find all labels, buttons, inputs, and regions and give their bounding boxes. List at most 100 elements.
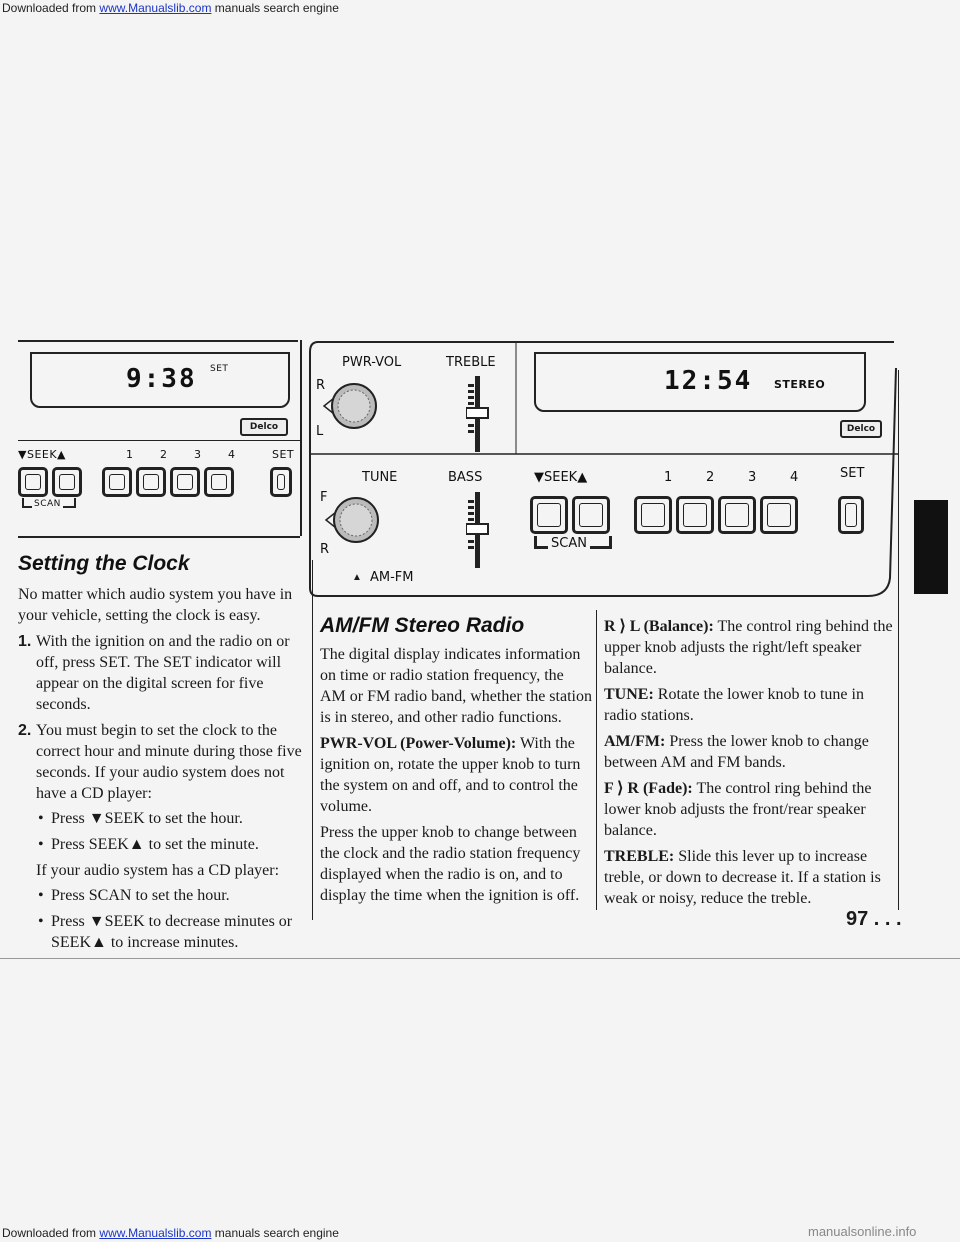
right-clock-display: 12:54 STEREO [534,352,866,412]
clock-section-title: Setting the Clock [18,552,190,575]
left-seek-down-button[interactable] [18,467,48,497]
column-divider-1 [312,560,313,920]
left-preset-2-button[interactable] [136,467,166,497]
left-seek-up-button[interactable] [52,467,82,497]
clock-step-2-text: You must begin to set the clock to the c… [36,722,302,802]
manualslib-link[interactable]: www.Manualslib.com [99,1,212,15]
left-display-set: SET [210,364,229,374]
left-scan-label: SCAN [32,499,63,509]
pwr-vol-knob-icon[interactable] [320,378,380,438]
footer-watermark: manualsonline.info [808,1224,917,1239]
right-seek-label: ▼SEEK▲ [534,470,588,485]
right-display-stereo: STEREO [774,378,826,391]
treble-slider-icon[interactable] [466,374,490,454]
clock-bullet-4: Press ▼SEEK to decrease minutes or SEEK▲… [36,911,308,953]
banner-suffix: manuals search engine [214,1,339,15]
left-preset-label-3: 3 [194,448,202,461]
clock-step-2-number: 2. [18,722,32,739]
section-tab-marker [914,500,948,594]
clock-step-1-number: 1. [18,633,32,650]
bottom-rule [0,958,960,959]
amfm-term: AM/FM: [604,733,666,750]
balance-paragraph: R ⟩ L (Balance): The control ring behind… [604,616,894,679]
footer-prefix: Downloaded from [2,1226,97,1240]
pwr-vol-text: With the ignition on, rotate the upper k… [320,735,581,815]
treble-term: TREBLE: [604,848,675,865]
amfm-paragraph: AM/FM: Press the lower knob to change be… [604,731,894,773]
amfm-section-body: The digital display indicates informatio… [320,644,592,911]
footer-suffix: manuals search engine [214,1226,339,1240]
clock-step-2: 2. You must begin to set the clock to th… [18,720,308,953]
left-set-label: SET [272,448,295,461]
right-preset-4-button[interactable] [760,496,798,534]
right-set-label: SET [840,466,865,481]
right-preset-label-2: 2 [706,470,715,485]
clock-step-1-text: With the ignition on and the radio on or… [36,633,290,713]
right-scan-label: SCAN [548,536,590,551]
pwr-vol-label: PWR-VOL [342,355,402,370]
tune-knob-icon[interactable] [322,492,382,552]
footer-banner: Downloaded from www.Manualslib.com manua… [2,1226,339,1240]
fade-text: The control ring behind the lower knob a… [604,780,872,839]
clock-bullet-2: Press SEEK▲ to set the minute. [36,834,308,855]
right-preset-label-4: 4 [790,470,799,485]
press-knob-paragraph: Press the upper knob to change between t… [320,824,581,904]
left-clock-display: 9:38 SET [30,352,290,408]
clock-cd-intro: If your audio system has a CD player: [36,862,280,879]
left-preset-3-button[interactable] [170,467,200,497]
right-edge-line [898,370,899,910]
right-seek-up-button[interactable] [572,496,610,534]
right-preset-3-button[interactable] [718,496,756,534]
fade-r-label: R [320,542,330,557]
pwr-vol-term: PWR-VOL (Power-Volume): [320,735,517,752]
right-preset-label-3: 3 [748,470,757,485]
clock-intro: No matter which audio system you have in… [18,586,293,624]
left-radio-illustration: 9:38 SET Delco ▼SEEK▲ 1 2 3 4 SET SCAN [18,340,302,538]
left-preset-4-button[interactable] [204,467,234,497]
banner-prefix: Downloaded from [2,1,97,15]
bass-label: BASS [448,470,483,485]
left-preset-1-button[interactable] [102,467,132,497]
amfm-label: AM-FM [370,570,414,585]
left-preset-label-4: 4 [228,448,236,461]
clock-section-body: No matter which audio system you have in… [18,584,308,958]
balance-r-label: R [316,378,326,393]
amfm-intro: The digital display indicates informatio… [320,646,592,726]
clock-step-1: 1. With the ignition on and the radio on… [18,631,308,715]
treble-label: TREBLE [446,355,496,370]
page-number: 97 . . . [846,908,902,930]
controls-description-column: R ⟩ L (Balance): The control ring behind… [604,616,894,914]
right-preset-label-1: 1 [664,470,673,485]
footer-manualslib-link[interactable]: www.Manualslib.com [99,1226,212,1240]
left-seek-label: ▼SEEK▲ [18,448,67,461]
clock-bullet-1: Press ▼SEEK to set the hour. [36,808,308,829]
left-preset-label-1: 1 [126,448,134,461]
column-divider-2 [596,610,597,910]
fade-f-label: F [320,490,328,505]
fade-term: F ⟩ R (Fade): [604,780,693,797]
download-banner: Downloaded from www.Manualslib.com manua… [0,0,960,16]
fade-paragraph: F ⟩ R (Fade): The control ring behind th… [604,778,894,841]
left-preset-label-2: 2 [160,448,168,461]
right-preset-1-button[interactable] [634,496,672,534]
pwr-vol-paragraph: PWR-VOL (Power-Volume): With the ignitio… [320,733,592,817]
left-set-button[interactable] [270,467,292,497]
right-seek-down-button[interactable] [530,496,568,534]
tune-paragraph: TUNE: Rotate the lower knob to tune in r… [604,684,894,726]
right-display-time: 12:54 [664,366,753,396]
balance-term: R ⟩ L (Balance): [604,618,714,635]
tune-text: Rotate the lower knob to tune in radio s… [604,686,864,724]
treble-paragraph: TREBLE: Slide this lever up to increase … [604,846,894,909]
left-delco-logo: Delco [240,418,288,436]
right-delco-logo: Delco [840,420,882,438]
balance-l-label: L [316,424,324,439]
amfm-section-title: AM/FM Stereo Radio [320,614,525,637]
treble-text: Slide this lever up to increase treble, … [604,848,881,907]
right-preset-2-button[interactable] [676,496,714,534]
left-display-time: 9:38 [126,364,197,394]
bass-slider-icon[interactable] [466,490,490,570]
balance-text: The control ring behind the upper knob a… [604,618,893,677]
right-radio-illustration: PWR-VOL TREBLE R L 12:54 STEREO Delco TU… [308,338,898,600]
right-set-button[interactable] [838,496,864,534]
amfm-text: Press the lower knob to change between A… [604,733,869,771]
